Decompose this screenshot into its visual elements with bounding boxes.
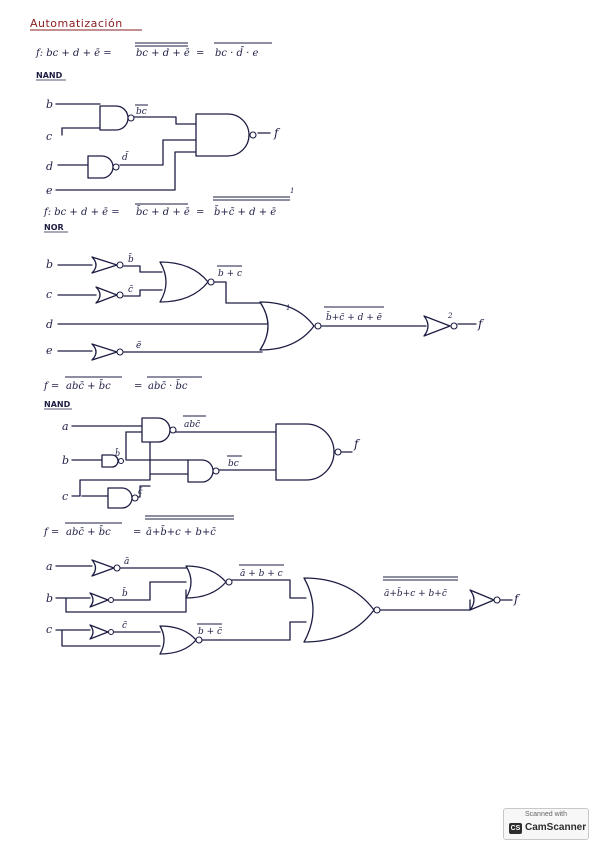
s2-input-b: b [46,258,53,271]
s1-input-c: c [46,130,52,143]
s2-nor-gate-bc [159,261,209,303]
s4-label-big: ā+b̄+c + b+c̄ [384,587,447,599]
s3-label-abc: abc̄ [184,420,201,430]
s3-label-nc: c̄ [138,487,143,496]
s3-formula-term2: abc̄ · b̄c [148,380,188,392]
s4-formula-lhs: f = [43,527,59,538]
s1-formula-term1: bc + d + ē [136,48,190,59]
s2-mark-2: 2 [447,312,453,320]
s4-input-b: b [46,592,53,605]
s2-nor-inverter-b [91,256,118,274]
s2-formula-eq: = [196,207,204,218]
s4-nor-gate-bc [159,625,197,655]
page-title: Automatización [30,17,123,30]
s2-output-f: f [477,317,485,331]
s2-input-e: e [46,344,53,357]
camscanner-watermark: Scanned with CS CamScanner [503,808,589,840]
s4-formula-term2: ā+b̄+c + b+c̄ [146,526,216,538]
s2-label-nc: c̄ [128,285,133,295]
s2-nor-inverter-c [95,286,118,304]
s3-nand-gate-main [275,423,335,481]
s4-output-f: f [513,592,521,606]
s4-formula-term1: abc̄ + b̄c [66,526,111,538]
s3-nand-gate-abc [141,417,171,443]
s4-nor-inverter-c [89,624,109,640]
s1-input-d: d [46,160,53,173]
camscanner-logo-icon: CS [509,823,522,834]
s2-label-big: b̄+c̄ + d + ē [326,311,382,323]
s3-formula-term1: abc̄ + b̄c [66,380,111,392]
s1-nand-gate-2 [87,155,114,179]
s1-output-f: f [273,126,281,140]
s1-label-d: d̄ [122,151,129,163]
s4-label-nc: c̄ [122,621,127,631]
s2-formula-lhs: f: bc + d + ē = [43,207,120,218]
s3-nand-gate-bc [187,459,214,483]
s4-formula-eq: = [133,527,141,538]
s2-label-bc: b + c [218,269,242,279]
s1-formula-term2: bc · d̄ · e [215,47,258,59]
s2-formula-term2: b̄+c̄ + d + ē [214,206,276,218]
s3-nand-inverter-b [101,454,119,468]
s2-label-nb: b̄ [128,253,134,265]
s1-label: NAND [36,71,63,80]
s3-label: NAND [44,400,71,409]
s3-input-b: b [62,454,69,467]
s4-nor-inverter-b [89,592,109,608]
s2-label: NOR [44,223,64,232]
s3-label-nb: b̄ [115,448,120,458]
s1-formula-lhs: f: bc + d + ē = [35,48,112,59]
s4-nor-inverter-out [469,589,495,611]
section-4: f = abc̄ + b̄c = ā+b̄+c + b+c̄ a b c ā b [43,515,521,655]
s4-input-a: a [46,560,53,573]
s3-formula-eq: = [134,381,142,392]
s4-label-abc: ā + b + c [240,569,283,579]
s4-nor-gate-abc [185,565,227,599]
s1-formula-eq: = [196,48,204,59]
s1-nand-gate-1 [99,105,129,131]
watermark-brand: CamScanner [525,822,587,833]
s3-label-bc: bc [228,459,239,469]
s4-nor-gate-main [303,577,375,643]
s2-mark-1: 1 [286,304,290,312]
s3-nand-inverter-c [107,487,133,509]
s1-label-bc: bc [136,107,147,117]
s1-nand-gate-3 [195,113,250,157]
s2-formula-term1: b̄c + d + ē [136,206,190,218]
s2-formula-mark: 1 [290,187,294,195]
s4-label-nb: b̄ [122,587,128,599]
s3-formula-lhs: f = [43,381,59,392]
s2-nor-gate-main [259,301,315,351]
s3-input-a: a [62,420,69,433]
s4-label-na: ā [124,557,129,567]
s4-label-bc: b + c̄ [198,627,222,637]
s2-nor-inverter-e [91,343,118,361]
section-3: f = abc̄ + b̄c = abc̄ · b̄c NAND a b c a… [43,376,361,509]
s1-input-b: b [46,98,53,111]
s2-input-d: d [46,318,53,331]
watermark-caption: Scanned with [524,811,568,818]
section-1: f: bc + d + ē = bc + d + ē = bc · d̄ · e… [35,42,281,197]
s2-input-c: c [46,288,52,301]
s4-nor-inverter-a [91,559,115,577]
s3-output-f: f [353,437,361,451]
s1-input-e: e [46,184,53,197]
section-2: f: bc + d + ē = b̄c + d + ē = b̄+c̄ + d … [43,187,485,361]
s3-input-c: c [62,490,68,503]
s4-input-c: c [46,623,52,636]
s2-label-ne: ē [136,341,141,351]
s2-nor-inverter-out [423,315,451,337]
